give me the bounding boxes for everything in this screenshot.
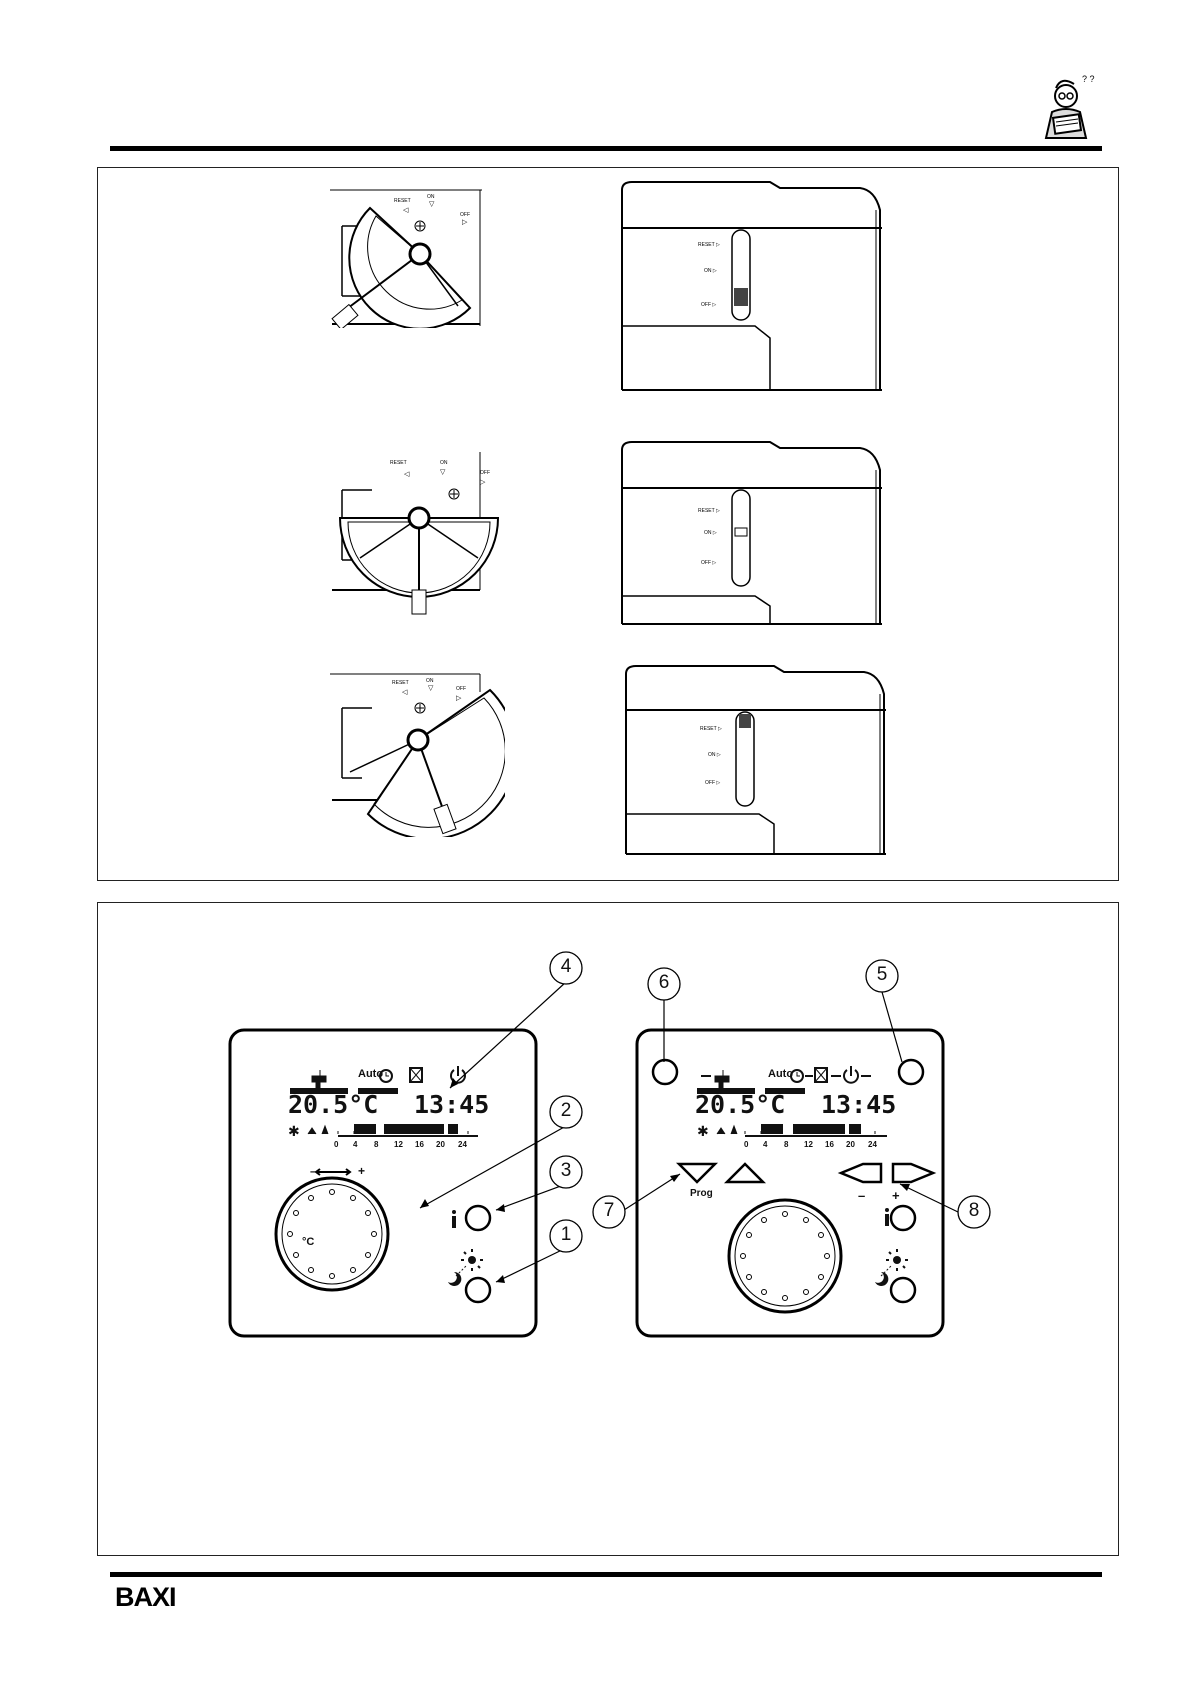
switch-position-label: ON ▷ (708, 752, 721, 758)
switch-position-label: RESET (392, 680, 409, 686)
callout-4: 4 (560, 956, 572, 977)
info-icon (452, 1210, 456, 1228)
svg-text:▷: ▷ (456, 695, 462, 702)
lcd-time-left: 13:45 (414, 1090, 490, 1119)
snowflake-icon: ✱ (697, 1123, 709, 1139)
knob-illustration-on: RESET ON OFF ◁ ▽ ▷ (330, 450, 505, 615)
thermostat-panel-basic: ✱ (228, 1028, 538, 1338)
svg-text:▽: ▽ (428, 685, 434, 692)
switch-position-label: OFF ▷ (701, 560, 716, 566)
svg-text:✱: ✱ (697, 1123, 709, 1139)
switch-position-label: ON ▷ (704, 268, 717, 274)
celsius-label: °C (302, 1236, 315, 1248)
switch-position-label: ON (427, 194, 435, 200)
callout-8: 8 (968, 1200, 980, 1221)
svg-text:? ?: ? ? (1082, 74, 1095, 84)
switch-position-label: RESET ▷ (698, 242, 720, 248)
arrow-minus-label: – (858, 1188, 866, 1203)
switch-position-label: OFF (456, 686, 466, 692)
timeline-ticks-left: 0 4 8 12 16 20 24 (334, 1140, 467, 1149)
power-icon (843, 1066, 859, 1084)
unit-front-reset: RESET ▷ ON ▷ OFF ▷ (620, 180, 890, 392)
callout-1: 1 (560, 1224, 572, 1245)
footer-rule (110, 1572, 1102, 1577)
lcd-temperature-right: 20.5°C (695, 1090, 786, 1119)
callout-2: 2 (560, 1100, 572, 1121)
snowflake-icon: ✱ (288, 1123, 300, 1139)
timeline-ticks-right: 0 4 8 12 16 20 24 (744, 1140, 877, 1149)
svg-text:✱: ✱ (288, 1123, 300, 1139)
switch-position-label: ON ▷ (704, 530, 717, 536)
baxi-logo: BAXI (115, 1582, 177, 1612)
switch-position-label: RESET ▷ (698, 508, 720, 514)
callout-7: 7 (603, 1200, 615, 1221)
info-icon (885, 1208, 889, 1226)
svg-text:◁: ◁ (403, 207, 409, 214)
clock-icon (790, 1069, 804, 1083)
moon-icon (875, 1271, 889, 1286)
prog-label: Prog (690, 1188, 713, 1199)
switch-position-label: OFF (480, 470, 490, 476)
moon-icon (448, 1271, 462, 1286)
unit-front-off: RESET ▷ ON ▷ OFF ▷ (624, 664, 894, 856)
switch-position-label: OFF (460, 212, 470, 218)
auto-label-left: Auto (358, 1068, 384, 1080)
switch-position-label: ON (426, 678, 434, 684)
sun-icon (886, 1249, 908, 1271)
switch-position-label: OFF ▷ (701, 302, 716, 308)
holiday-icon (409, 1067, 423, 1083)
callout-3: 3 (560, 1160, 572, 1181)
auto-label-right: Auto (768, 1068, 794, 1080)
switch-position-label: OFF ▷ (705, 780, 720, 786)
clock-icon (379, 1069, 393, 1083)
header-mascot-icon: ? ? (1038, 72, 1100, 144)
switch-position-label: RESET (394, 198, 411, 204)
svg-text:▽: ▽ (429, 201, 435, 208)
svg-text:▷: ▷ (480, 479, 486, 486)
svg-text:◁: ◁ (402, 689, 408, 696)
switch-position-label: RESET ▷ (700, 726, 722, 732)
power-icon (450, 1066, 466, 1084)
lcd-time-right: 13:45 (821, 1090, 897, 1119)
holiday-icon (814, 1067, 828, 1083)
dial-minus-label-left: – (310, 1164, 317, 1178)
dial-plus-label-left: + (358, 1164, 366, 1178)
svg-text:▷: ▷ (462, 219, 468, 226)
knob-illustration-reset: RESET ON OFF ◁ ▽ ▷ (330, 188, 490, 331)
header-rule (110, 146, 1102, 151)
callout-5: 5 (876, 964, 888, 985)
svg-text:◁: ◁ (404, 471, 410, 478)
switch-position-label: ON (440, 460, 448, 466)
unit-front-on: RESET ▷ ON ▷ OFF ▷ (620, 440, 890, 626)
arrow-plus-label: + (892, 1188, 900, 1203)
switch-positions-frame (97, 167, 1119, 881)
svg-text:▽: ▽ (440, 469, 446, 476)
lcd-temperature-left: 20.5°C (288, 1090, 379, 1119)
switch-position-label: RESET (390, 460, 407, 466)
callout-6: 6 (658, 972, 670, 993)
sun-icon (461, 1249, 483, 1271)
thermostat-panel-programmable: ✱ (635, 1028, 945, 1338)
thermostat-frame (97, 902, 1119, 1556)
